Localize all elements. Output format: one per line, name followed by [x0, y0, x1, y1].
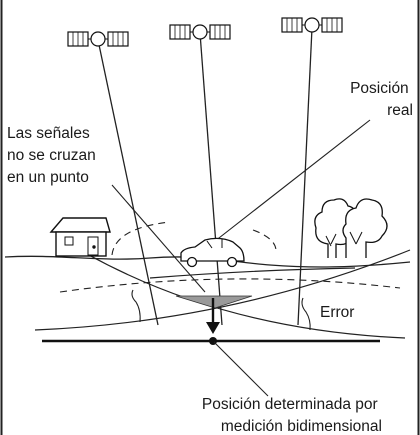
- signal-line-left: [97, 39, 159, 326]
- error-label: Error: [320, 304, 354, 321]
- leader-measured-position: [213, 341, 269, 397]
- house-icon: [49, 217, 111, 257]
- dashed-arc-upper-right: [252, 229, 277, 251]
- signal-arcs: [34, 249, 411, 339]
- measured-position-line-1: Posición determinada por: [202, 396, 378, 413]
- measured-position-line-2: medición bidimensional: [221, 418, 382, 435]
- signal-arc-3: [149, 267, 356, 279]
- error-tick-right: [301, 297, 311, 331]
- dashed-arc-lower: [59, 278, 401, 293]
- tree-icon: [314, 198, 388, 258]
- actual-position-label: Posición real: [350, 80, 413, 119]
- signals-note-line-2: no se cruzan: [7, 147, 96, 164]
- error-ticks: [131, 289, 311, 331]
- signals-note-line-3: en un punto: [7, 169, 89, 186]
- dashed-arc-upper-left: [111, 221, 171, 256]
- signal-arc-1: [34, 249, 411, 331]
- signal-arc-2: [79, 249, 406, 339]
- measurement-arrow-head: [206, 322, 220, 334]
- signal-lines: [97, 27, 313, 326]
- leader-lines: [111, 119, 371, 397]
- measured-position-label: Posición determinada por medición bidime…: [202, 396, 382, 435]
- signals-note-label: Las señales no se cruzan en un punto: [7, 125, 100, 186]
- car-icon: [180, 237, 245, 268]
- leader-signals-note: [111, 184, 206, 293]
- satellite-icon: [169, 24, 231, 40]
- signals-note-line-1: Las señales: [7, 125, 90, 142]
- satellite-icon: [281, 17, 343, 33]
- actual-position-line-1: Posición: [350, 80, 409, 97]
- error-dashed-arcs: [59, 221, 401, 293]
- error-tick-left: [131, 289, 141, 323]
- leader-actual-position: [209, 119, 371, 246]
- satellite-icon: [67, 31, 129, 47]
- actual-position-line-2: real: [387, 102, 413, 119]
- signal-line-center: [199, 32, 223, 326]
- signal-line-right: [297, 27, 313, 326]
